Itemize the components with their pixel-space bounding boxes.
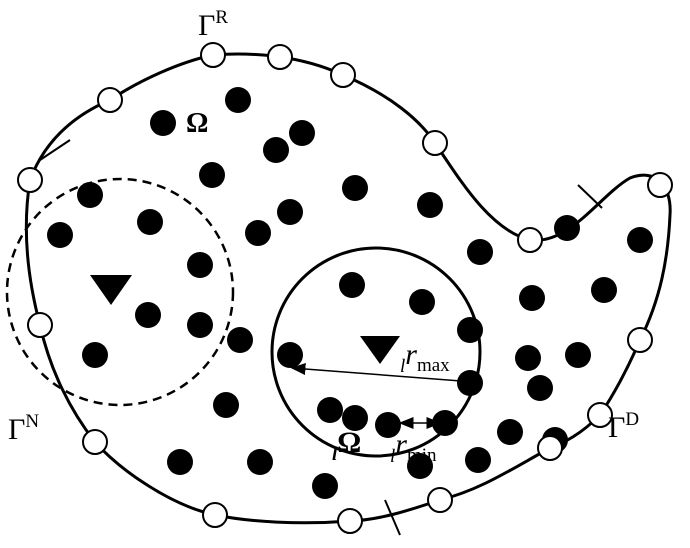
interior-node (82, 342, 108, 368)
interior-node (312, 473, 338, 499)
interior-node (339, 272, 365, 298)
interior-node (225, 87, 251, 113)
boundary-nodes (17, 42, 673, 534)
interior-node (47, 222, 73, 248)
interior-node (467, 239, 493, 265)
boundary-ticks (39, 139, 603, 536)
interior-node (375, 412, 401, 438)
interior-nodes (47, 87, 653, 499)
interior-node (407, 453, 433, 479)
label-gamma-d: ΓD (608, 409, 640, 444)
interior-node (432, 410, 458, 436)
boundary-node (202, 502, 228, 528)
label-r-min: lrmin (390, 428, 437, 467)
interior-node (591, 277, 617, 303)
interior-node (565, 342, 591, 368)
interior-node (342, 175, 368, 201)
local-domain-circle (270, 246, 482, 458)
domain-boundary (24, 52, 672, 525)
boundary-node (17, 167, 43, 193)
interior-node (187, 312, 213, 338)
interior-node (213, 392, 239, 418)
boundary-node (27, 312, 53, 338)
boundary-node (200, 42, 226, 68)
boundary-node (537, 435, 563, 461)
interior-node (277, 199, 303, 225)
triangle-marker-center (360, 336, 400, 364)
interior-node (527, 375, 553, 401)
interior-node (497, 419, 523, 445)
label-r-max: lrmax (400, 338, 450, 377)
interior-node (457, 317, 483, 343)
interior-node (554, 215, 580, 241)
interior-node (342, 405, 368, 431)
interior-node (187, 252, 213, 278)
interior-node (515, 345, 541, 371)
label-local-omega: lΩ (332, 426, 362, 465)
boundary-node (267, 44, 293, 70)
boundary-node (422, 130, 448, 156)
interior-node (457, 370, 483, 396)
interior-node (289, 120, 315, 146)
interior-node (409, 289, 435, 315)
label-gamma-n: ΓN (8, 411, 40, 446)
interior-node (135, 302, 161, 328)
boundary-node (647, 172, 673, 198)
interior-node (245, 220, 271, 246)
interior-node (465, 447, 491, 473)
interior-node (199, 162, 225, 188)
interior-node (77, 182, 103, 208)
interior-node (247, 449, 273, 475)
interior-node (277, 342, 303, 368)
triangle-marker-left (90, 275, 132, 305)
r-max-arrow (290, 363, 476, 387)
interior-node (227, 327, 253, 353)
interior-node (167, 449, 193, 475)
boundary-node (427, 487, 453, 513)
interior-node (519, 285, 545, 311)
label-omega: Ω (186, 108, 209, 139)
interior-node (627, 227, 653, 253)
boundary-node (587, 402, 613, 428)
boundary-node (330, 62, 356, 88)
boundary-node (337, 508, 363, 534)
boundary-node (627, 327, 653, 353)
interior-node (417, 192, 443, 218)
boundary-node (82, 429, 108, 455)
interior-node (263, 137, 289, 163)
boundary-node (517, 227, 543, 253)
local-support-circle-dashed (5, 177, 235, 407)
interior-node (317, 397, 343, 423)
boundary-node (97, 87, 123, 113)
interior-node (150, 110, 176, 136)
label-gamma-r: ΓR (198, 7, 229, 42)
interior-node (137, 209, 163, 235)
